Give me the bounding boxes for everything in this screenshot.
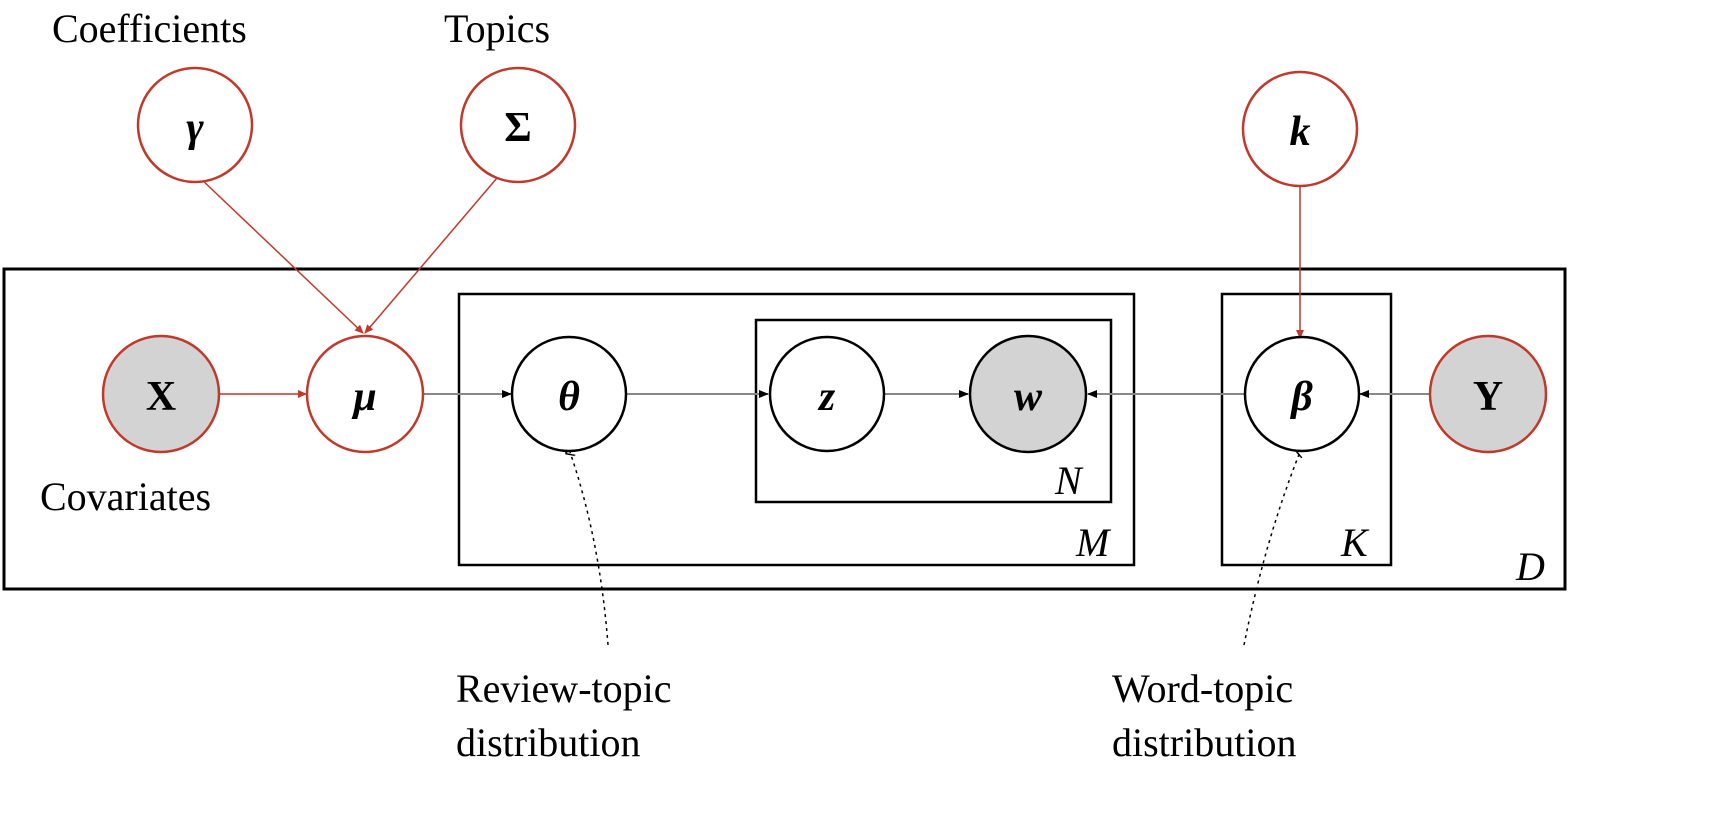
covariates-label: Covariates bbox=[40, 474, 211, 519]
review-topic-label-line2: distribution bbox=[456, 720, 640, 765]
node-x-label: X bbox=[146, 374, 176, 420]
annotation-arrow-word-topic bbox=[1243, 452, 1300, 646]
node-w: w bbox=[968, 334, 1088, 454]
plate-m-label: M bbox=[1075, 520, 1112, 565]
node-k-label: k bbox=[1290, 109, 1311, 155]
node-sigma-label: Σ bbox=[504, 105, 531, 151]
node-beta: β bbox=[1243, 335, 1361, 453]
node-z-label: z bbox=[817, 374, 836, 420]
node-theta-label: θ bbox=[558, 374, 580, 420]
plate-d bbox=[2, 267, 1567, 591]
annotation-arrow-review-topic bbox=[570, 452, 609, 646]
word-topic-label-line1: Word-topic bbox=[1112, 666, 1293, 711]
topics-label: Topics bbox=[444, 6, 550, 51]
review-topic-label-line1: Review-topic bbox=[456, 666, 672, 711]
node-theta: θ bbox=[510, 335, 628, 453]
plate-m bbox=[457, 292, 1136, 567]
plate-n bbox=[754, 318, 1113, 504]
node-sigma: Σ bbox=[459, 66, 577, 184]
node-y: Y bbox=[1428, 334, 1548, 454]
plate-d-label: D bbox=[1515, 544, 1545, 589]
node-w-label: w bbox=[1014, 374, 1043, 420]
edge-sigma-mu bbox=[364, 177, 498, 334]
plate-k-label: K bbox=[1340, 520, 1370, 565]
node-mu-label: μ bbox=[351, 374, 376, 420]
plate-k bbox=[1220, 292, 1393, 567]
node-k: k bbox=[1241, 70, 1359, 188]
node-gamma: γ bbox=[136, 66, 254, 184]
node-mu: μ bbox=[305, 334, 425, 454]
node-z: z bbox=[768, 335, 886, 453]
coefficients-label: Coefficients bbox=[52, 6, 247, 51]
word-topic-label-line2: distribution bbox=[1112, 720, 1296, 765]
edge-gamma-mu bbox=[199, 177, 364, 334]
node-x: X bbox=[101, 334, 221, 454]
node-beta-label: β bbox=[1289, 374, 1313, 420]
plate-n-label: N bbox=[1054, 458, 1084, 503]
node-y-label: Y bbox=[1473, 374, 1503, 420]
node-gamma-label: γ bbox=[186, 105, 204, 151]
